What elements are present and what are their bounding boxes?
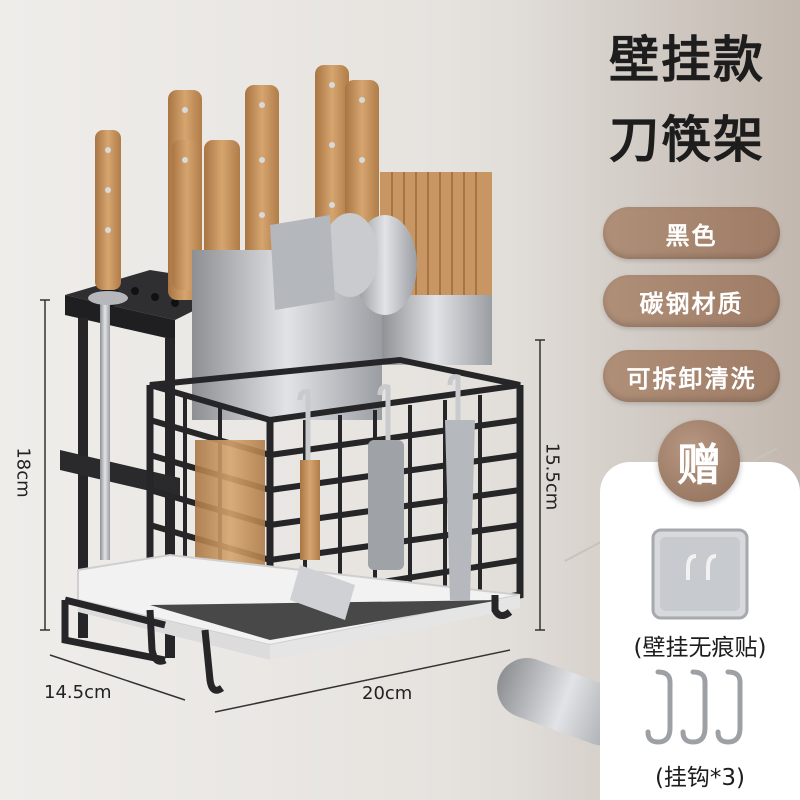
depth-label: 14.5cm xyxy=(44,682,112,703)
gift-panel xyxy=(600,462,800,800)
gift-item-hooks-label: (挂钩*3) xyxy=(654,765,746,791)
width-label: 20cm xyxy=(362,683,413,704)
headline-line-1: 壁挂款 xyxy=(609,31,765,89)
gift-badge: 赠 xyxy=(658,420,740,502)
tag-removable: 可拆卸清洗 xyxy=(603,350,780,402)
dimension-lines xyxy=(40,299,545,713)
height-left-label: 18cm xyxy=(12,447,34,498)
tag-material: 碳钢材质 xyxy=(603,275,780,327)
tag-color: 黑色 xyxy=(603,207,780,259)
cutlery xyxy=(192,213,417,420)
hanging-tools xyxy=(290,374,475,620)
base-frame xyxy=(61,595,513,694)
gift-item-adhesive-label: (壁挂无痕贴) xyxy=(633,635,767,661)
adhesive-patch-icon xyxy=(651,528,749,620)
height-right-label: 15.5cm xyxy=(541,442,563,511)
s-hook-icon xyxy=(645,669,743,745)
headline-line-2: 刀筷架 xyxy=(609,111,765,169)
knife-rack-illustration xyxy=(40,65,600,746)
pan-handle xyxy=(497,658,600,746)
